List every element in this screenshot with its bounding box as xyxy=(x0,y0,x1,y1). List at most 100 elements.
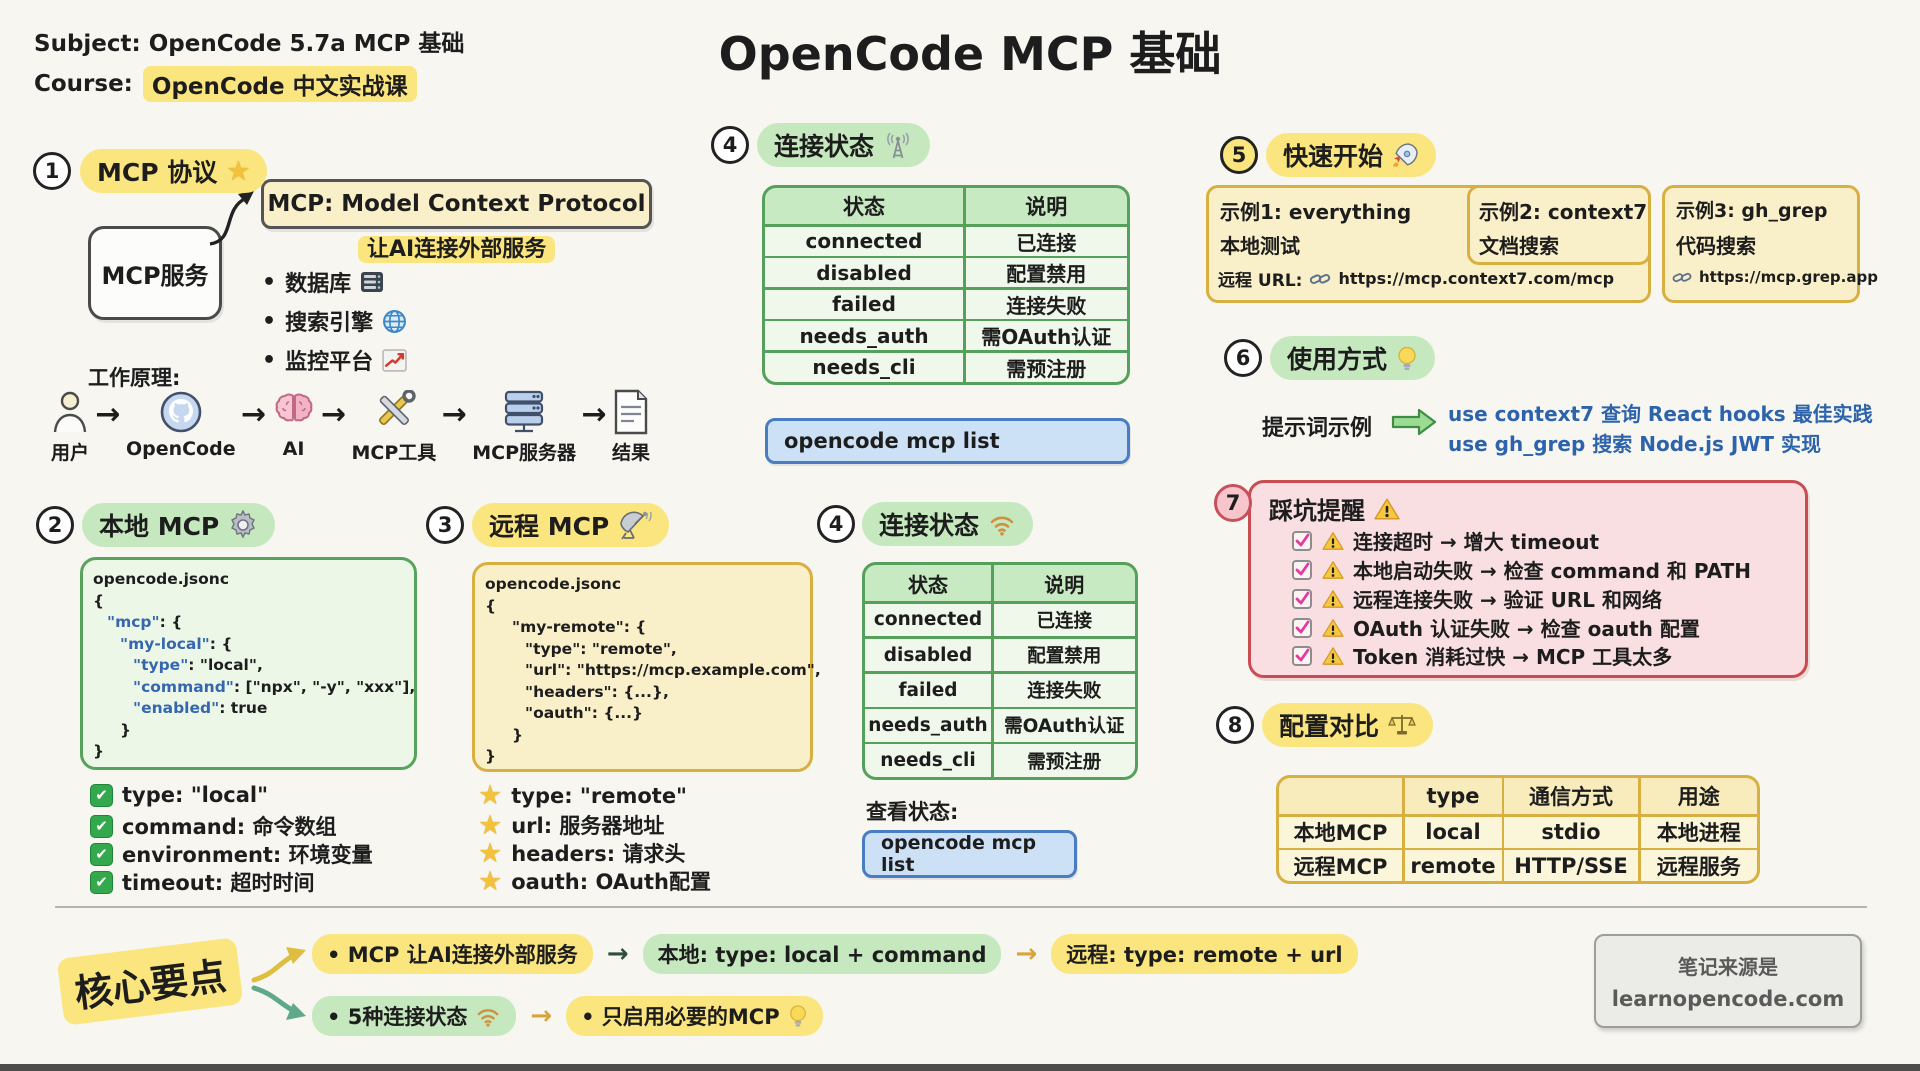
key-points-headline: 核心要点 xyxy=(56,937,244,1026)
warning-icon xyxy=(1322,618,1344,637)
arrow-icon: → xyxy=(320,397,347,432)
warning-icon xyxy=(1322,646,1344,665)
status-cell: 需OAuth认证 xyxy=(965,321,1127,351)
status-table-2: 状态 说明 connected 已连接 disabled 配置禁用 failed… xyxy=(862,562,1138,780)
compare-header: type xyxy=(1404,778,1502,814)
local-prop-type: ✔ type: "local" xyxy=(90,783,268,807)
wifi-icon xyxy=(990,516,1014,536)
arrow-icon: → xyxy=(581,397,607,432)
branch-arrows-icon xyxy=(251,947,306,1020)
example1-url-row: 远程 URL: https://mcp.context7.com/mcp xyxy=(1218,266,1614,291)
mcp-list-command: opencode mcp list xyxy=(765,418,1130,464)
status-cell: needs_auth xyxy=(865,709,991,742)
section4a-number: 4 xyxy=(711,126,749,164)
section6-title: 使用方式 xyxy=(1270,336,1436,380)
status-cell: needs_auth xyxy=(765,321,963,351)
example2-title: 示例2: context7 xyxy=(1479,200,1648,224)
local-config-code: opencode.jsonc { "mcp": { "my-local": { … xyxy=(80,557,417,770)
warning-icon xyxy=(1322,589,1344,608)
arrow-icon: → xyxy=(95,397,121,432)
takeaway-enable-only: • 只启用必要的MCP xyxy=(566,996,823,1036)
code-filename: opencode.jsonc xyxy=(93,570,230,588)
status-cell: 需预注册 xyxy=(965,352,1127,382)
section1-number: 1 xyxy=(33,152,71,190)
section4b-number: 4 xyxy=(817,505,855,543)
compare-cell: 本地MCP xyxy=(1279,816,1402,848)
status-table-header-state: 状态 xyxy=(765,188,963,224)
takeaway-remote: 远程: type: remote + url xyxy=(1051,934,1358,974)
remote-prop-oauth: ★ oauth: OAuth配置 xyxy=(478,865,711,897)
status-cell: 已连接 xyxy=(965,226,1127,256)
check-icon: ✔ xyxy=(90,783,113,807)
course-prefix: Course: xyxy=(34,71,133,97)
arrow-icon: → xyxy=(1015,939,1038,969)
bullet-monitoring: • 监控平台 xyxy=(262,344,407,376)
database-icon xyxy=(361,272,384,292)
compare-cell: HTTP/SSE xyxy=(1504,850,1638,881)
section5-title: 快速开始 xyxy=(1266,133,1437,177)
user-icon xyxy=(50,388,90,435)
wifi-icon xyxy=(477,1008,499,1027)
section1-title: MCP 协议 ★ xyxy=(80,149,268,193)
section4b-title: 连接状态 xyxy=(862,502,1034,546)
pitfalls-box: 踩坑提醒 xyxy=(1248,480,1808,678)
status-cell: connected xyxy=(865,603,991,637)
compare-table: type 通信方式 用途 本地MCP local stdio 本地进程 远程MC… xyxy=(1276,775,1760,884)
status-cell: 需OAuth认证 xyxy=(993,709,1135,742)
takeaway-row-1: • MCP 让AI连接外部服务 → 本地: type: local + comm… xyxy=(312,934,1358,974)
status-cell: 配置禁用 xyxy=(965,258,1127,288)
warning-icon xyxy=(1374,497,1400,520)
bulb-icon xyxy=(1398,346,1416,370)
chart-icon xyxy=(382,348,407,372)
pitfall-item: 远程连接失败 → 验证 URL 和网络 xyxy=(1291,584,1662,613)
curved-arrow-icon xyxy=(209,191,254,246)
example1-title: 示例1: everything xyxy=(1220,200,1412,224)
arrow-icon: → xyxy=(606,939,629,969)
flow-node-ai: AI xyxy=(272,388,316,460)
compare-cell: local xyxy=(1404,816,1502,848)
bullet-database: • 数据库 xyxy=(262,266,384,298)
status-table-header-desc: 说明 xyxy=(993,565,1135,601)
section2-title: 本地 MCP xyxy=(82,503,276,547)
compare-header: 用途 xyxy=(1640,778,1757,814)
server-icon xyxy=(501,388,547,435)
protocol-box: MCP: Model Context Protocol xyxy=(261,179,652,229)
status-table: 状态 说明 connected 已连接 disabled 配置禁用 failed… xyxy=(762,185,1130,385)
bullet-dot: • xyxy=(262,308,277,334)
compare-header xyxy=(1279,778,1402,814)
local-prop-environment: ✔ environment: 环境变量 xyxy=(90,839,373,869)
status-cell: needs_cli xyxy=(765,352,963,382)
remote-url-label: 远程 URL: xyxy=(1218,271,1303,291)
status-cell: disabled xyxy=(765,258,963,288)
document-icon xyxy=(612,388,650,435)
checkbox-icon xyxy=(1292,588,1312,609)
arrow-icon: → xyxy=(530,1001,553,1031)
example2-desc: 文档搜索 xyxy=(1479,234,1559,258)
section8-number: 8 xyxy=(1216,706,1254,744)
check-icon: ✔ xyxy=(90,870,113,894)
star-icon: ★ xyxy=(226,155,251,187)
source-line-1: 笔记来源是 xyxy=(1678,955,1778,979)
satellite-dish-icon xyxy=(620,511,652,540)
example2-box xyxy=(1467,185,1651,265)
signal-tower-icon xyxy=(887,131,909,158)
compare-cell: 远程MCP xyxy=(1279,850,1402,881)
link-icon xyxy=(1310,273,1331,284)
bulb-icon xyxy=(789,1005,806,1027)
status-cell: 配置禁用 xyxy=(993,638,1135,672)
status-cell: disabled xyxy=(865,638,991,672)
star-icon: ★ xyxy=(478,780,503,811)
example3-desc: 代码搜索 xyxy=(1676,234,1756,258)
page-title: OpenCode MCP 基础 xyxy=(718,27,1222,81)
tools-icon xyxy=(371,388,417,435)
check-status-label: 查看状态: xyxy=(866,800,959,824)
gear-icon xyxy=(231,510,256,539)
status-cell: failed xyxy=(765,289,963,319)
protocol-subtitle: 让AI连接外部服务 xyxy=(358,231,556,263)
pitfall-item: Token 消耗过快 → MCP 工具太多 xyxy=(1291,641,1672,670)
section8-title: 配置对比 xyxy=(1262,703,1434,747)
workflow-row: 用户 → OpenCode → AI → MCP工具 → MCP服务器 → 结果 xyxy=(50,388,650,465)
compare-header: 通信方式 xyxy=(1504,778,1638,814)
opencode-icon xyxy=(158,388,204,435)
context7-url: https://mcp.context7.com/mcp xyxy=(1338,269,1615,288)
